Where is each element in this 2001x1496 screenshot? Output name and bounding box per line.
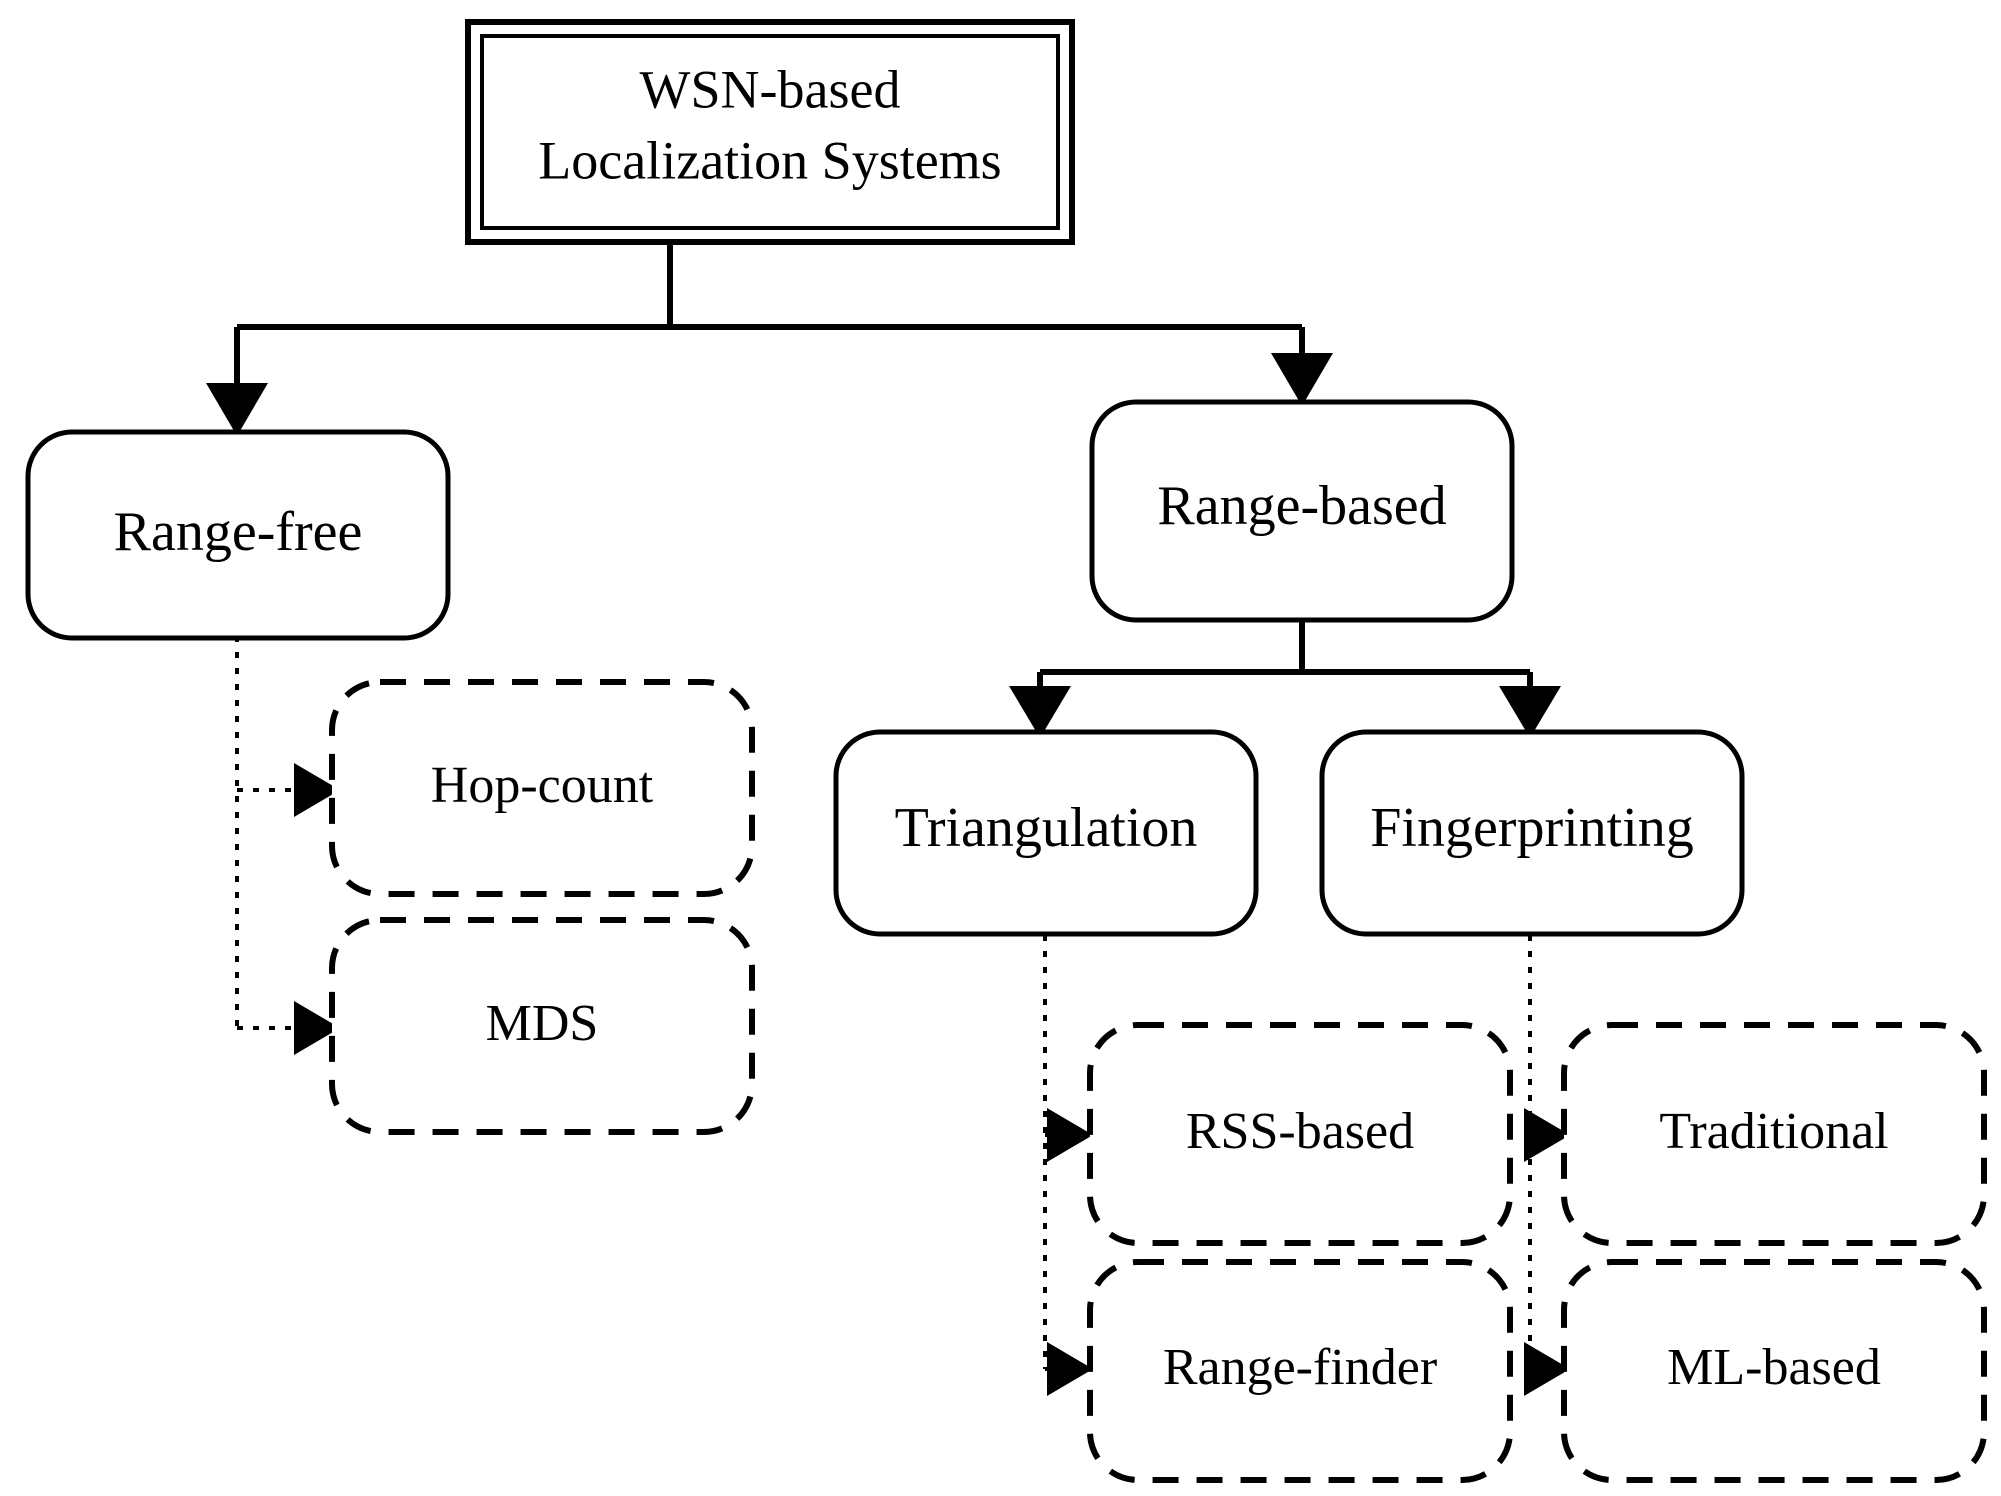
- node-fingerprinting[interactable]: Fingerprinting: [1319, 729, 1745, 937]
- arrowhead-range-based: [1271, 353, 1333, 406]
- node-ml-based[interactable]: ML-based: [1561, 1259, 1987, 1483]
- arrowhead-ml-based: [1524, 1342, 1570, 1396]
- root-label-line1: WSN-based: [640, 59, 901, 119]
- arrowhead-mds: [294, 1001, 340, 1055]
- node-traditional[interactable]: Traditional: [1561, 1022, 1987, 1246]
- arrowhead-triangulation: [1009, 686, 1071, 738]
- hop-count-box: [329, 679, 755, 897]
- node-hop-count[interactable]: Hop-count: [329, 679, 755, 897]
- fingerprinting-box: [1319, 729, 1745, 937]
- ml-based-box: [1561, 1259, 1987, 1483]
- arrowhead-rss-based: [1047, 1108, 1093, 1162]
- range-based-box: [1089, 399, 1515, 623]
- mds-box: [329, 917, 755, 1135]
- arrowhead-traditional: [1524, 1108, 1570, 1162]
- node-range-finder[interactable]: Range-finder: [1087, 1259, 1513, 1483]
- range-free-label: Range-free: [114, 501, 363, 563]
- arrowhead-range-free: [206, 383, 268, 436]
- mds-label: MDS: [486, 995, 599, 1052]
- triangulation-box: [833, 729, 1259, 937]
- range-free-box: [25, 429, 451, 641]
- fingerprinting-label: Fingerprinting: [1370, 797, 1694, 859]
- root-inner-border: [480, 34, 1060, 230]
- root-label-line2: Localization Systems: [538, 130, 1001, 190]
- traditional-box: [1561, 1022, 1987, 1246]
- node-mds[interactable]: MDS: [329, 917, 755, 1135]
- arrowhead-fingerprinting: [1499, 686, 1561, 738]
- hop-count-label: Hop-count: [431, 757, 654, 814]
- node-range-based[interactable]: Range-based: [1089, 399, 1515, 623]
- triangulation-label: Triangulation: [895, 797, 1198, 859]
- arrowhead-hop-count: [294, 763, 340, 817]
- node-range-free[interactable]: Range-free: [25, 429, 451, 641]
- rss-based-label: RSS-based: [1186, 1103, 1414, 1160]
- traditional-label: Traditional: [1659, 1103, 1888, 1160]
- arrowhead-range-finder: [1047, 1342, 1093, 1396]
- range-finder-box: [1087, 1259, 1513, 1483]
- node-rss-based[interactable]: RSS-based: [1087, 1022, 1513, 1246]
- node-triangulation[interactable]: Triangulation: [833, 729, 1259, 937]
- range-finder-label: Range-finder: [1163, 1339, 1437, 1396]
- range-based-label: Range-based: [1157, 475, 1446, 537]
- rss-based-box: [1087, 1022, 1513, 1246]
- ml-based-label: ML-based: [1667, 1339, 1881, 1396]
- node-wsn-based-localization-systems[interactable]: WSN-based Localization Systems: [465, 19, 1075, 245]
